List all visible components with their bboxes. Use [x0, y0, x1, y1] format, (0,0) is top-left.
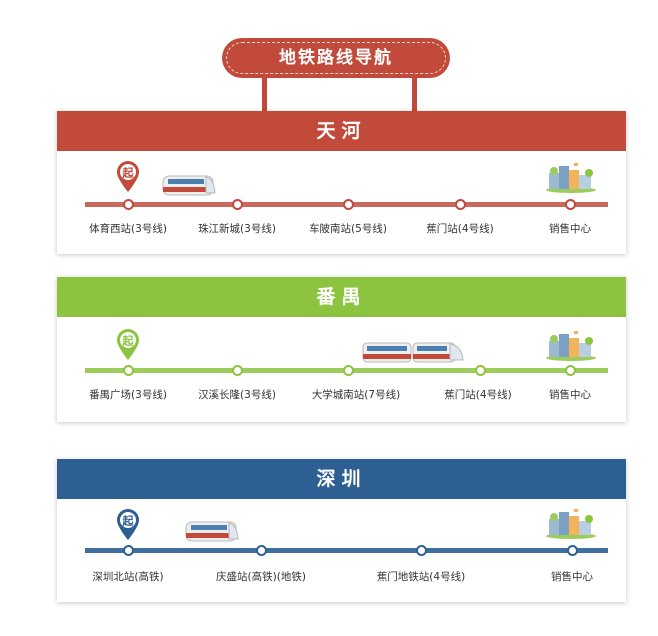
station-label: 汉溪长隆(3号线) — [198, 389, 276, 401]
start-pin-label: 起 — [122, 514, 135, 528]
station-marker — [565, 365, 576, 376]
station-marker — [232, 365, 243, 376]
route-header: 番禺 — [57, 277, 626, 317]
route-card-tianhe: 天河 起 体育西站(3号线) 珠江新城(3号线) 车陂南站(5号线) 蕉门站(4… — [57, 111, 626, 254]
station-label: 销售中心 — [549, 223, 591, 235]
station-label: 销售中心 — [551, 571, 593, 583]
hanger-right — [412, 77, 417, 111]
train-icon — [162, 175, 216, 196]
route-header: 天河 — [57, 111, 626, 151]
start-pin-label: 起 — [122, 166, 135, 180]
route-card-panyu: 番禺 起 番禺广场(3号线) 汉溪长隆(3号线) 大学城南站(7号线) 蕉门站(… — [57, 277, 626, 422]
station-label: 销售中心 — [549, 389, 591, 401]
station-label: 蕉门地铁站(4号线) — [376, 571, 466, 583]
station-marker — [455, 199, 466, 210]
station-label: 车陂南站(5号线) — [309, 223, 387, 235]
station-label: 体育西站(3号线) — [89, 223, 167, 235]
train-icon — [362, 342, 464, 363]
page-title: 地铁路线导航 — [279, 48, 393, 68]
station-marker — [232, 199, 243, 210]
start-pin-icon: 起 — [117, 509, 139, 540]
station-label: 番禺广场(3号线) — [89, 389, 167, 401]
station-marker — [256, 545, 267, 556]
building-icon — [546, 163, 596, 193]
station-marker — [475, 365, 486, 376]
station-label: 大学城南站(7号线) — [311, 389, 401, 401]
route-header: 深圳 — [57, 459, 626, 499]
station-marker — [123, 365, 134, 376]
start-pin-icon: 起 — [117, 161, 139, 192]
station-label: 庆盛站(高铁)(地铁) — [216, 571, 306, 583]
station-marker — [567, 545, 578, 556]
hanger-left — [262, 77, 267, 111]
title-badge: 地铁路线导航 — [222, 38, 450, 78]
station-label: 珠江新城(3号线) — [198, 223, 276, 235]
station-label: 蕉门站(4号线) — [426, 223, 494, 235]
station-marker — [416, 545, 427, 556]
route-track — [85, 548, 608, 553]
station-marker — [343, 199, 354, 210]
route-card-shenzhen: 深圳 起 深圳北站(高铁) 庆盛站(高铁)(地铁) 蕉门地铁站(4号线) 销售中… — [57, 459, 626, 602]
start-pin-icon: 起 — [117, 329, 139, 360]
station-marker — [565, 199, 576, 210]
start-pin-label: 起 — [122, 334, 135, 348]
building-icon — [546, 509, 596, 539]
station-label: 深圳北站(高铁) — [92, 571, 164, 583]
station-marker — [343, 365, 354, 376]
station-marker — [123, 545, 134, 556]
station-marker — [123, 199, 134, 210]
train-icon — [185, 521, 239, 542]
station-label: 蕉门站(4号线) — [444, 389, 512, 401]
building-icon — [546, 331, 596, 361]
